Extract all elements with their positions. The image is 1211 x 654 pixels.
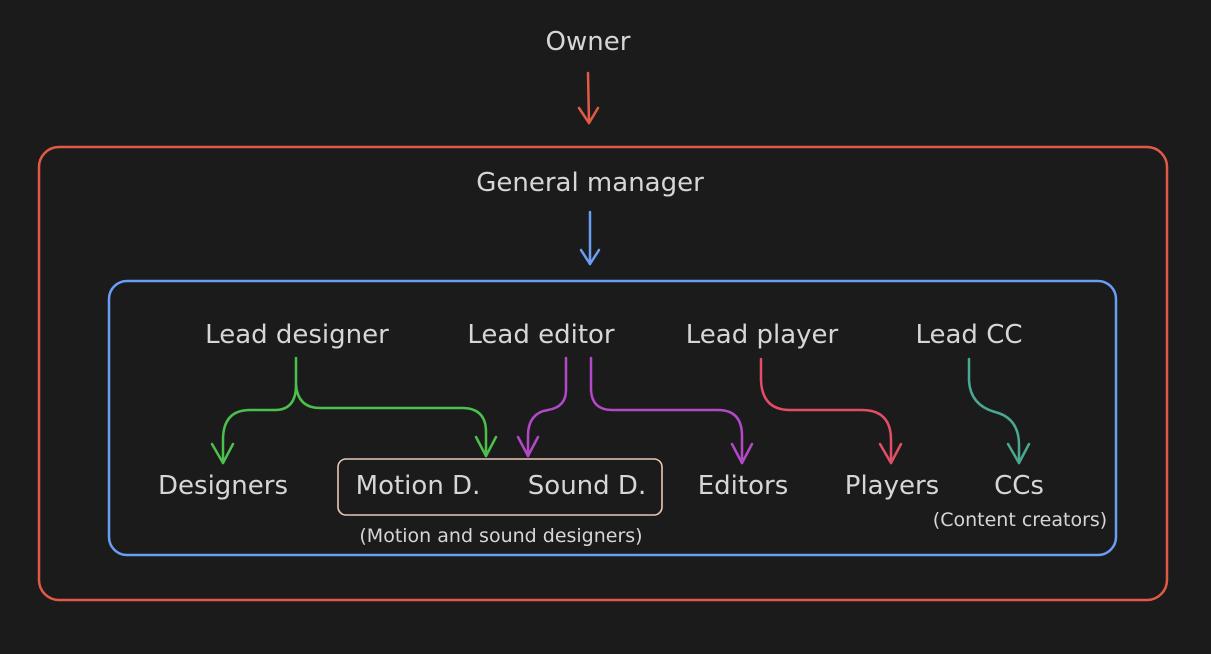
lead-designer-label: Lead designer [205,320,389,350]
general-manager-label: General manager [476,168,704,198]
player-arrow [759,357,903,465]
lead-cc-label: Lead CC [915,320,1023,350]
players-label: Players [844,471,940,501]
owner-label: Owner [545,27,631,57]
motion-sound-group [337,458,663,516]
manager-arrow [579,210,601,266]
owner-arrow [577,71,600,125]
designer-arrows [210,356,498,465]
owner-frame [37,145,1169,602]
lead-player-label: Lead player [685,320,839,350]
manager-frame [107,279,1118,557]
motion-sound-note: (Motion and sound designers) [359,525,643,547]
designers-label: Designers [158,471,288,501]
editor-arrows [516,356,754,465]
ccs-note: (Content creators) [932,509,1108,531]
motion-designers-label: Motion D. [355,471,481,501]
ccs-label: CCs [994,471,1044,501]
sound-designers-label: Sound D. [527,471,647,501]
lead-editor-label: Lead editor [467,320,615,350]
cc-arrow [967,357,1031,465]
editors-label: Editors [697,471,789,501]
